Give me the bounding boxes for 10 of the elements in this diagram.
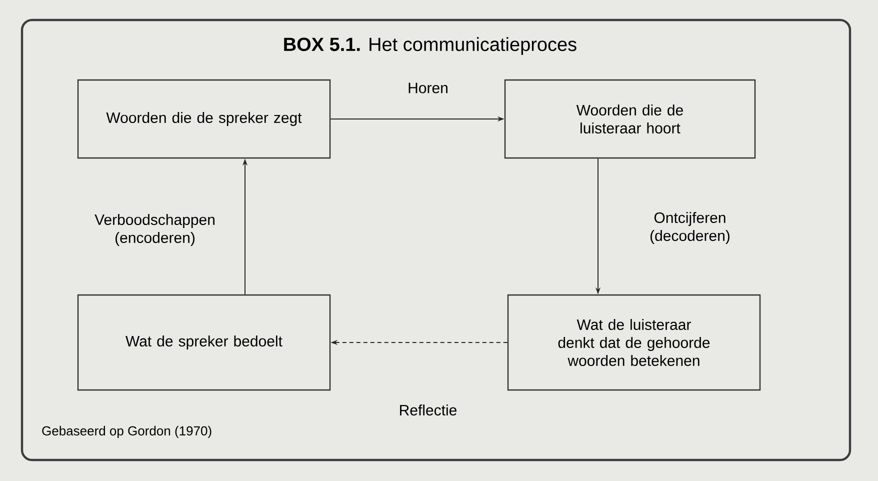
process-box: Wat de luisteraar denkt dat de gehoorde woorden betekenen	[507, 294, 761, 391]
title: BOX 5.1. Het communicatieproces	[284, 37, 576, 55]
edge-label: Verboodschappen (encoderen)	[94, 214, 214, 246]
edge-label: Reflectie	[400, 404, 456, 416]
process-box: Woorden die de luisteraar hoort	[504, 79, 756, 159]
caption: Gebaseerd op Gordon (1970)	[42, 426, 212, 438]
edge-label: Horen	[408, 82, 448, 94]
process-box: Woorden die de spreker zegt	[77, 79, 331, 159]
edge-label: Ontcijferen (decoderen)	[650, 212, 730, 244]
process-box: Wat de spreker bedoelt	[77, 294, 331, 391]
